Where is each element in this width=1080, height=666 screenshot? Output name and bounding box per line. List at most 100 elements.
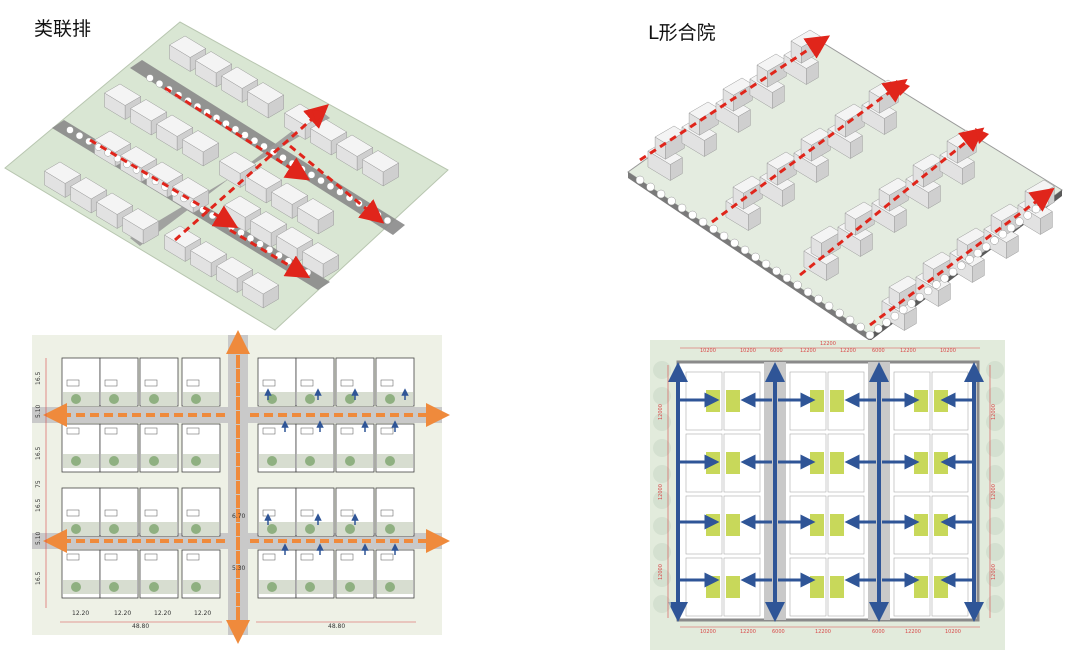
iso-right-ground: [627, 37, 1063, 336]
plan-right-courtyard: [934, 452, 948, 474]
tree-icon: [1040, 198, 1049, 207]
tree-icon: [835, 308, 844, 318]
tree-icon: [345, 456, 355, 466]
tree-icon: [385, 456, 395, 466]
car-icon: [66, 427, 80, 435]
car-icon: [144, 427, 158, 435]
tree-icon: [907, 299, 916, 308]
plan-right-courtyard: [830, 390, 844, 412]
iso-left-red-path: [174, 104, 329, 242]
dim-unit: 12.20: [72, 610, 89, 617]
plan-right-courtyard: [914, 390, 928, 412]
iso-left-house: [336, 134, 374, 157]
tree-icon: [740, 245, 750, 255]
tree-icon: [109, 394, 119, 404]
tree-icon: [915, 292, 925, 302]
car-icon: [104, 509, 118, 517]
dim-left: 12000: [658, 564, 664, 580]
tree-icon: [948, 267, 958, 277]
tree-icon: [71, 456, 81, 466]
tree-icon: [957, 261, 966, 270]
tree-icon: [149, 456, 159, 466]
dim-top: 12200: [900, 348, 916, 354]
tree-icon: [782, 273, 792, 283]
iso-right-house: [912, 153, 943, 172]
tree-icon: [986, 517, 1004, 535]
tree-icon: [990, 236, 999, 245]
car-icon: [144, 509, 158, 517]
car-icon: [66, 509, 80, 517]
iso-right-house: [888, 275, 919, 294]
iso-left-house: [276, 226, 314, 249]
iso-right-red-path: [869, 187, 1055, 327]
tree-icon: [298, 165, 306, 173]
car-icon: [300, 427, 314, 435]
tree-icon: [345, 524, 355, 534]
dim-top: 12200: [840, 348, 856, 354]
iso-left-house: [271, 182, 309, 205]
iso-left: [4, 21, 449, 331]
tree-icon: [1006, 223, 1016, 233]
tree-icon: [305, 456, 315, 466]
tree-icon: [677, 203, 687, 213]
tree-icon: [305, 394, 315, 404]
dim-bottom: 10200: [945, 629, 961, 635]
tree-icon: [385, 524, 395, 534]
plan-right-courtyard: [706, 514, 720, 536]
iso-left-house: [96, 192, 134, 215]
iso-left-house: [250, 211, 288, 234]
iso-left-house: [242, 272, 280, 295]
dim-top: 12200: [800, 348, 816, 354]
iso-right-house: [732, 175, 763, 194]
tree-icon: [688, 210, 697, 220]
iso-right-red-flag: [975, 128, 989, 144]
tree-icon: [653, 387, 671, 405]
plan-right-courtyard: [726, 576, 740, 598]
tree-icon: [653, 413, 671, 431]
tree-icon: [191, 582, 201, 592]
plan-right-courtyard: [914, 452, 928, 474]
iso-right-trees: [635, 175, 1049, 340]
left-title: 类联排: [34, 18, 92, 40]
iso-right-house: [810, 225, 841, 244]
iso-left-house: [362, 150, 400, 173]
tree-icon: [635, 175, 645, 185]
iso-left-house: [130, 99, 168, 122]
iso-left-house: [169, 35, 207, 58]
car-icon: [186, 509, 200, 517]
tree-icon: [345, 582, 355, 592]
tree-icon: [109, 524, 119, 534]
plan-right-courtyard: [830, 576, 844, 598]
iso-left-house: [164, 225, 202, 248]
dim-bottom: 6000: [772, 629, 785, 635]
dim-unit: 12.20: [154, 610, 171, 617]
iso-left-house: [120, 146, 158, 169]
iso-left-red-path: [164, 86, 311, 181]
tree-icon: [267, 582, 277, 592]
dim-top: 10200: [940, 348, 956, 354]
dim-row: 75: [35, 480, 42, 488]
dim-top: 10200: [700, 348, 716, 354]
car-icon: [380, 553, 394, 561]
dim-right: 12000: [991, 564, 997, 580]
tree-icon: [653, 439, 671, 457]
tree-icon: [305, 524, 315, 534]
tree-icon: [385, 394, 395, 404]
tree-icon: [667, 196, 676, 206]
dim-row: 16.5: [35, 498, 42, 512]
iso-left-house: [247, 82, 285, 105]
dim-row: 16.5: [35, 446, 42, 460]
dim-bottom: 12200: [740, 629, 756, 635]
iso-left-house: [216, 256, 254, 279]
iso-right-red-path: [799, 127, 985, 277]
dim-bottom: 12200: [905, 629, 921, 635]
tree-icon: [1015, 217, 1024, 226]
tree-icon: [241, 131, 249, 139]
tree-icon: [824, 301, 834, 311]
tree-icon: [385, 582, 395, 592]
iso-right-house: [990, 203, 1021, 222]
tree-icon: [383, 216, 392, 225]
dim-left: 12000: [658, 484, 664, 500]
car-icon: [186, 427, 200, 435]
tree-icon: [898, 305, 908, 315]
